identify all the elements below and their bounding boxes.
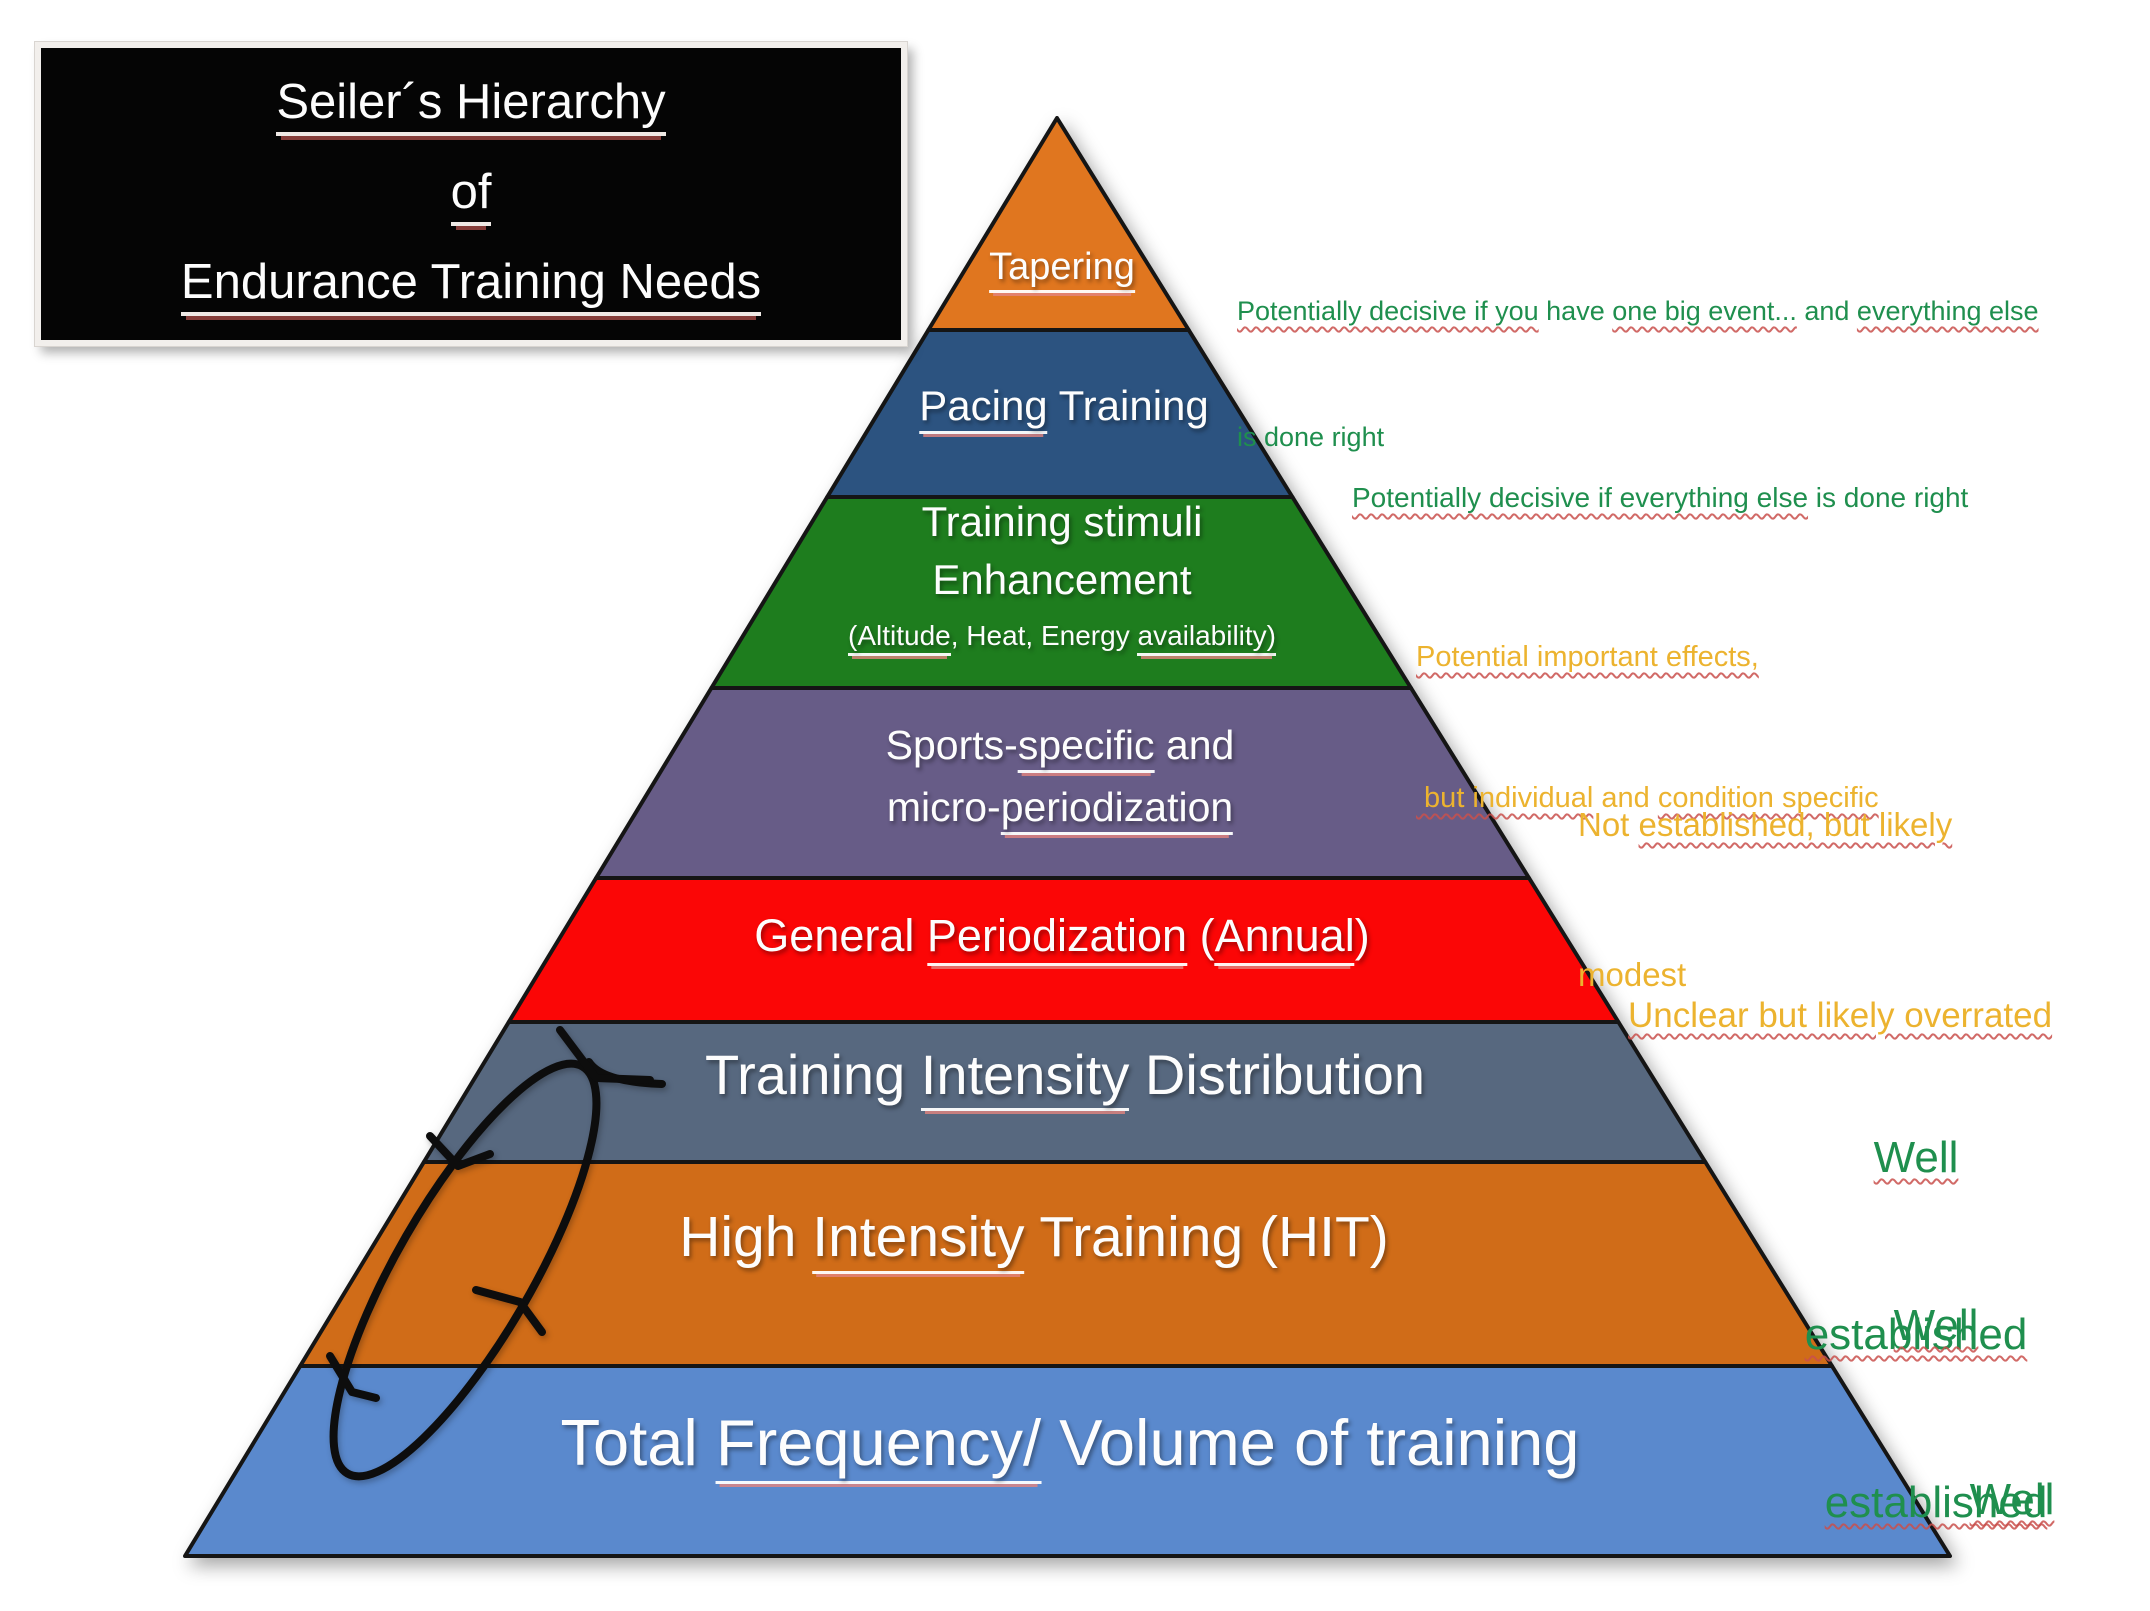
note-tapering-line2: is done right xyxy=(1237,422,1385,452)
note-volume-line1: Well xyxy=(1969,1475,2055,1524)
note-tapering-line1: Potentially decisive if you have one big… xyxy=(1237,296,2039,326)
title-line-2: of xyxy=(450,164,492,226)
layer-label-sports-line2: micro-periodization xyxy=(887,784,1234,835)
loop-arrowhead xyxy=(472,1286,546,1336)
note-periodization: Unclear but likely overrated xyxy=(1628,906,2052,1126)
layer-label-tapering: Tapering xyxy=(989,246,1135,293)
layer-label-stimuli-line1: Training stimuli xyxy=(921,498,1203,545)
title-line-3: Endurance Training Needs xyxy=(180,254,762,316)
note-stimuli-line2: but individual and condition specific xyxy=(1416,782,1879,814)
note-volume-well-established: Well established xyxy=(1901,1352,2124,1611)
note-hit-line2: established xyxy=(1824,1478,2048,1527)
layer-label-periodization: General Periodization (Annual) xyxy=(754,910,1370,966)
note-hit-line1: Well xyxy=(1893,1301,1979,1350)
layer-shape-volume xyxy=(183,1364,1952,1558)
loop-arrowhead xyxy=(426,1132,494,1170)
note-pacing-line1: Potentially decisive if everything else … xyxy=(1352,482,1969,513)
note-sports-line1: Not established, but likely xyxy=(1578,806,1953,843)
loop-arrowhead xyxy=(326,1352,380,1402)
note-hit-well-established: Well established xyxy=(1825,1178,2048,1611)
layer-shape-tapering xyxy=(926,116,1191,332)
note-sports: Not established, but likely modest xyxy=(1578,700,1952,1100)
note-periodization-line1: Unclear but likely overrated xyxy=(1628,996,2053,1035)
layer-label-hit: High Intensity Training (HIT) xyxy=(679,1204,1389,1274)
layer-label-sports-line1: Sports-specific and xyxy=(886,722,1234,773)
layer-label-stimuli-subline: (Altitude, Heat, Energy availability) xyxy=(848,620,1276,656)
title-box: Seiler´s Hierarchy of Endurance Training… xyxy=(35,42,907,346)
title-line-1: Seiler´s Hierarchy xyxy=(276,74,666,136)
note-tapering: Potentially decisive if you have one big… xyxy=(1237,206,2039,542)
layer-label-pacing: Pacing Training xyxy=(919,382,1209,434)
note-tid-line2: established xyxy=(1804,1310,2028,1359)
note-sports-line2: modest xyxy=(1578,956,1687,993)
loop-arrowhead xyxy=(556,1026,654,1084)
note-stimuli-line1: Potential important effects, xyxy=(1416,641,1759,673)
layer-shape-sports xyxy=(594,686,1531,880)
layer-label-tid: Training Intensity Distribution xyxy=(705,1042,1425,1111)
note-tid-line1: Well xyxy=(1873,1133,1959,1182)
note-stimuli: Potential important effects, but individ… xyxy=(1416,540,1879,916)
note-pacing: Potentially decisive if everything else … xyxy=(1352,398,1968,598)
layer-label-volume: Total Frequency/ Volume of training xyxy=(561,1405,1579,1484)
note-tid-well-established: Well established xyxy=(1805,1010,2028,1482)
layer-label-stimuli-line2: Enhancement xyxy=(932,556,1192,603)
